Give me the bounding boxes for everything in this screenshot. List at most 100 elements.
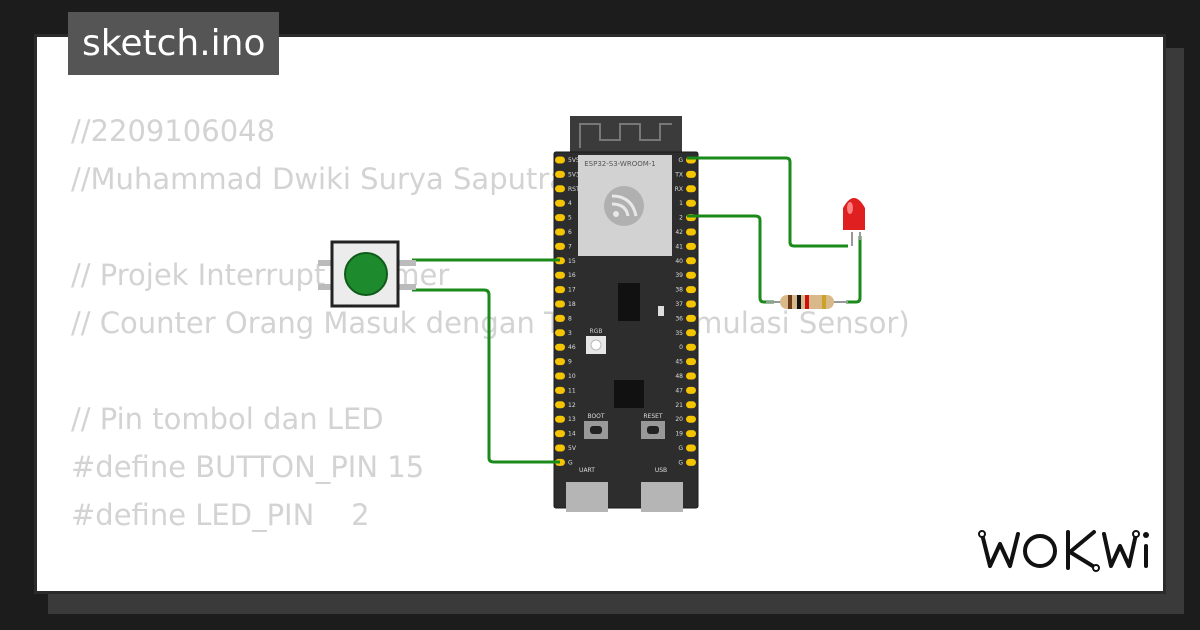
pin-left-9[interactable] (555, 358, 565, 366)
resistor-band-1 (788, 295, 792, 309)
uart-label: UART (579, 467, 595, 474)
pin-label: G (678, 445, 683, 452)
espressif-logo-icon (604, 186, 644, 226)
boot-button-cap (590, 426, 602, 434)
reset-label: RESET (643, 413, 663, 420)
wire-pin2-resistor (687, 214, 774, 304)
pin-right-45[interactable] (686, 358, 696, 366)
pin-left-12[interactable] (555, 401, 565, 409)
reset-button-cap (647, 426, 659, 434)
pin-label: 5 (568, 215, 572, 222)
chip-lower (614, 380, 644, 408)
resistor[interactable] (766, 295, 848, 309)
pin-label: 8 (568, 315, 572, 322)
pin-label: RX (675, 186, 683, 193)
pin-right-G[interactable] (686, 458, 696, 466)
pin-left-46[interactable] (555, 343, 565, 351)
pin-label: 46 (568, 344, 576, 351)
pin-label: 35 (675, 330, 683, 337)
file-tab[interactable]: sketch.ino (68, 12, 280, 75)
pin-left-RST[interactable] (555, 185, 565, 193)
pin-left-17[interactable] (555, 286, 565, 294)
pin-right-39[interactable] (686, 271, 696, 279)
boot-label: BOOT (587, 413, 604, 420)
pin-right-38[interactable] (686, 286, 696, 294)
wire-button-gnd (412, 288, 560, 464)
pin-label: 42 (675, 229, 683, 236)
pin-left-14[interactable] (555, 430, 565, 438)
pin-label: 47 (675, 387, 683, 394)
chip-upper (618, 283, 640, 321)
pin-right-37[interactable] (686, 300, 696, 308)
pin-left-16[interactable] (555, 271, 565, 279)
pin-left-5V5[interactable] (555, 156, 565, 164)
pin-right-20[interactable] (686, 415, 696, 423)
pin-left-5V[interactable] (555, 444, 565, 452)
code-line: // Pin tombol dan LED (71, 402, 384, 436)
pin-right-48[interactable] (686, 372, 696, 380)
pin-right-35[interactable] (686, 329, 696, 337)
smd-led (658, 306, 664, 316)
module-label: ESP32-S3-WROOM-1 (584, 160, 655, 168)
pin-right-RX[interactable] (686, 185, 696, 193)
pin-label: 9 (568, 359, 572, 366)
pin-right-21[interactable] (686, 401, 696, 409)
pin-left-3[interactable] (555, 329, 565, 337)
pin-right-40[interactable] (686, 257, 696, 265)
pin-right-0[interactable] (686, 343, 696, 351)
led-highlight (847, 202, 853, 214)
pin-label: 45 (675, 359, 683, 366)
usb-label: USB (655, 467, 667, 474)
pin-right-47[interactable] (686, 386, 696, 394)
pin-label: 39 (675, 272, 683, 279)
pin-label: G (678, 157, 683, 164)
code-line: //2209106048 (71, 114, 276, 148)
pin-label: 6 (568, 229, 572, 236)
pin-label: 18 (568, 301, 576, 308)
led-body (843, 198, 865, 230)
pin-left-8[interactable] (555, 314, 565, 322)
pin-right-TX[interactable] (686, 170, 696, 178)
pin-left-10[interactable] (555, 372, 565, 380)
pin-label: 11 (568, 387, 576, 394)
pin-label: 13 (568, 416, 576, 423)
pin-right-19[interactable] (686, 430, 696, 438)
pin-label: 14 (568, 431, 576, 438)
pin-left-13[interactable] (555, 415, 565, 423)
pin-right-G[interactable] (686, 444, 696, 452)
pin-label: 16 (568, 272, 576, 279)
code-line: #define LED_PIN 2 (71, 498, 370, 532)
pin-label: G (678, 459, 683, 466)
pin-label: 21 (675, 402, 683, 409)
pin-left-4[interactable] (555, 199, 565, 207)
pin-label: RST (568, 186, 580, 193)
pin-label: 3 (568, 330, 572, 337)
pushbutton[interactable] (318, 240, 416, 308)
pin-label: G (568, 459, 573, 466)
uart-port (566, 482, 608, 512)
rgb-led-lens (590, 339, 602, 351)
led-red[interactable] (843, 198, 865, 246)
pin-left-18[interactable] (555, 300, 565, 308)
pin-label: 2 (679, 215, 683, 222)
pin-label: 40 (675, 258, 683, 265)
antenna-trace (579, 123, 672, 148)
pin-right-36[interactable] (686, 314, 696, 322)
pin-left-5V3[interactable] (555, 170, 565, 178)
wire-resistor-led (846, 236, 862, 304)
pin-label: 17 (568, 287, 576, 294)
pin-right-41[interactable] (686, 242, 696, 250)
pin-left-5[interactable] (555, 214, 565, 222)
pin-label: TX (674, 171, 683, 178)
pin-left-7[interactable] (555, 242, 565, 250)
pin-label: 36 (675, 315, 683, 322)
pin-label: 37 (675, 301, 683, 308)
pin-left-6[interactable] (555, 228, 565, 236)
resistor-band-2 (797, 295, 801, 309)
pin-label: 48 (675, 373, 683, 380)
pin-left-11[interactable] (555, 386, 565, 394)
pin-right-42[interactable] (686, 228, 696, 236)
rgb-label: RGB (590, 328, 603, 335)
pin-label: 41 (675, 243, 683, 250)
pin-right-1[interactable] (686, 199, 696, 207)
